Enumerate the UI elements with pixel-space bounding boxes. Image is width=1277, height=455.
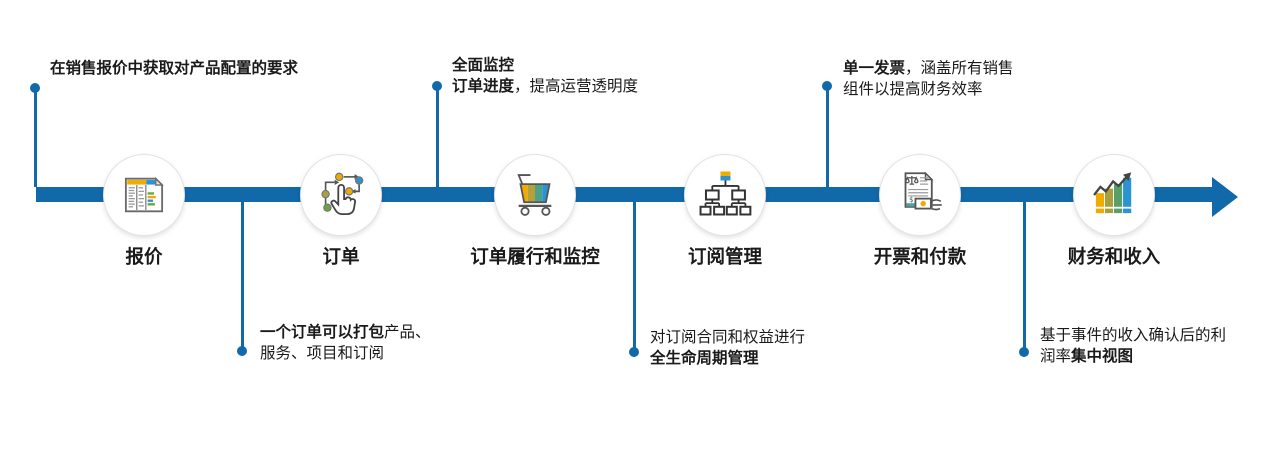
annotation-top-invoice: 单一发票，涵盖所有销售 组件以提高财务效率 (843, 58, 1014, 100)
annotation-line: 服务、项目和订阅 (260, 344, 385, 362)
stage-label-invoicing: 开票和付款 (873, 247, 967, 268)
annotation-line: 对订阅合同和权益进行 (650, 328, 806, 346)
annotation-bottom-order: 一个订单可以打包产品、 服务、项目和订阅 (260, 322, 431, 364)
connector-top-2 (436, 88, 439, 187)
annotation-line: 订单进度，提高运营透明度 (452, 77, 639, 95)
invoice-payment-icon: $ (891, 166, 949, 224)
connector-dot-top-3 (822, 81, 832, 91)
stage-finance: 财务和收入 (1014, 154, 1214, 269)
stage-fulfillment: 订单履行和监控 (435, 154, 635, 269)
connector-dot-bottom-1 (237, 346, 247, 356)
stage-label-quote: 报价 (125, 247, 163, 268)
annotation-top-quote: 在销售报价中获取对产品配置的要求 (50, 58, 298, 79)
connector-bottom-2 (633, 202, 636, 350)
annotation-line: 单一发票，涵盖所有销售 (843, 59, 1014, 77)
connector-dot-bottom-2 (629, 347, 639, 357)
annotation-line: 全面监控 (452, 56, 515, 74)
timeline-arrowhead-icon (1212, 177, 1238, 217)
growth-chart-icon (1085, 166, 1143, 224)
connector-top-1 (34, 90, 37, 187)
stage-label-order: 订单 (322, 247, 360, 268)
connector-dot-bottom-3 (1019, 347, 1029, 357)
annotation-line: 在销售报价中获取对产品配置的要求 (50, 59, 299, 77)
stage-order: 订单 (241, 154, 441, 269)
stage-label-fulfillment: 订单履行和监控 (470, 247, 600, 268)
connector-bottom-1 (241, 202, 244, 349)
connector-top-3 (826, 88, 829, 187)
stage-label-subscription: 订阅管理 (687, 247, 762, 268)
shopping-cart-icon (506, 166, 564, 224)
annotation-bottom-revenue: 基于事件的收入确认后的利 润率集中视图 (1040, 325, 1226, 367)
order-click-icon (312, 166, 370, 224)
annotation-top-monitoring: 全面监控 订单进度，提高运营透明度 (452, 55, 638, 97)
stage-label-finance: 财务和收入 (1067, 247, 1161, 268)
hierarchy-icon (696, 166, 754, 224)
annotation-line: 全生命周期管理 (650, 349, 759, 367)
annotation-bottom-subscription: 对订阅合同和权益进行 全生命周期管理 (650, 327, 805, 369)
annotation-line: 组件以提高财务效率 (843, 80, 983, 98)
connector-dot-top-2 (432, 81, 442, 91)
stage-subscription: 订阅管理 (625, 154, 825, 269)
stage-invoicing: $ 开票和付款 (820, 154, 1020, 269)
connector-dot-top-1 (30, 83, 40, 93)
quote-document-icon (115, 166, 173, 224)
svg-text:$: $ (909, 196, 913, 204)
annotation-line: 润率集中视图 (1040, 347, 1134, 365)
stage-quote: 报价 (44, 154, 244, 269)
annotation-line: 基于事件的收入确认后的利 (1040, 326, 1227, 344)
annotation-line: 一个订单可以打包产品、 (260, 323, 431, 341)
connector-bottom-3 (1023, 202, 1026, 350)
